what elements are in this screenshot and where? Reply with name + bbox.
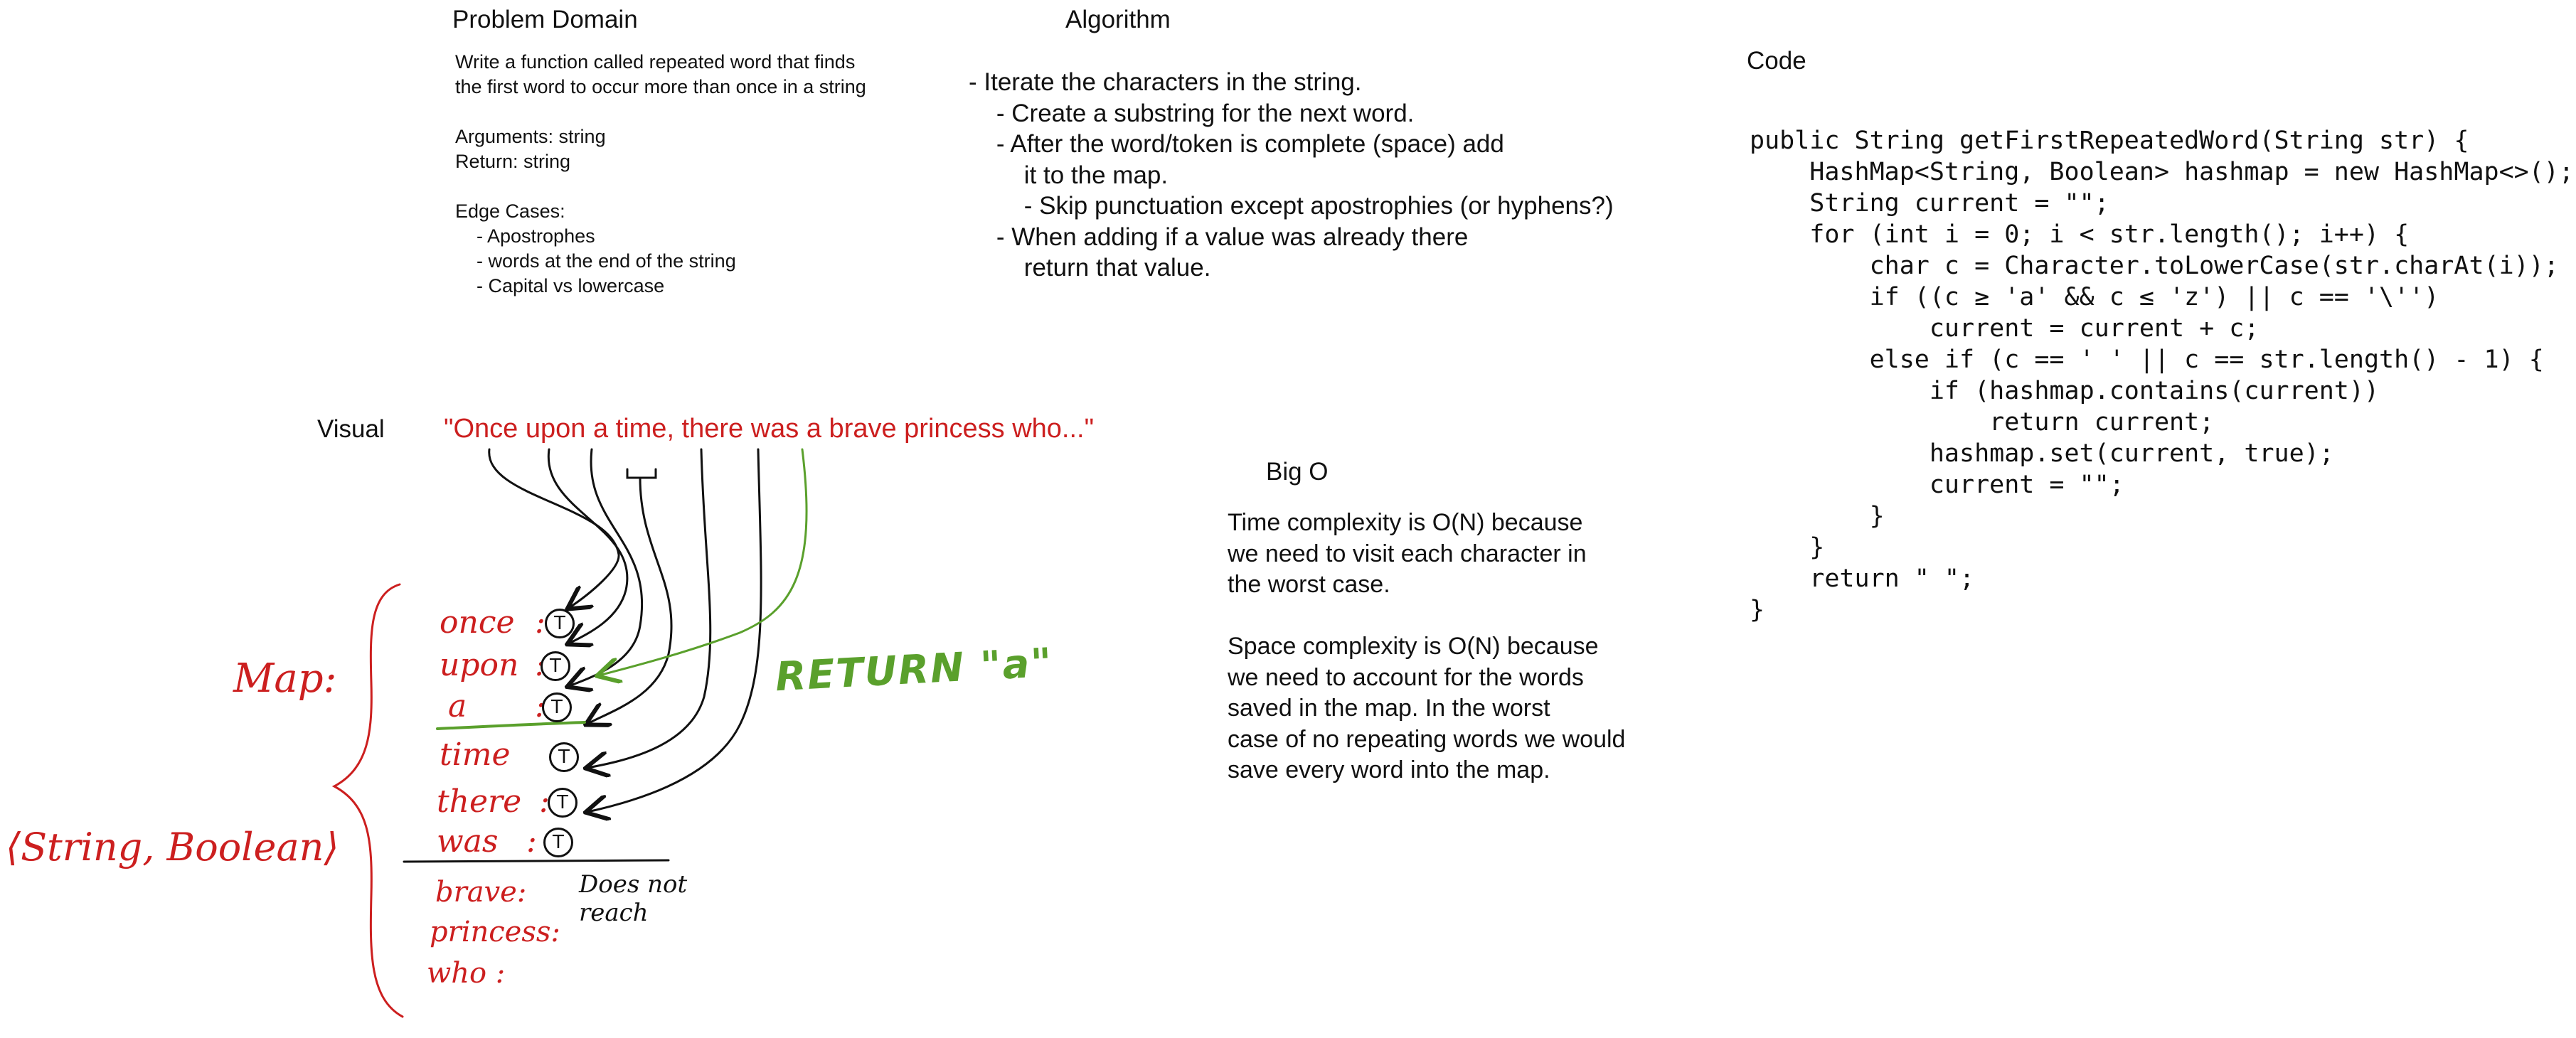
problem-line: - Capital vs lowercase xyxy=(455,275,665,296)
algorithm-line: - Iterate the characters in the string. xyxy=(969,68,1362,96)
time-word-bracket xyxy=(626,468,657,479)
unreached-key-who: who : xyxy=(427,957,506,990)
true-value-circle: T xyxy=(549,742,579,772)
problem-line: Return: string xyxy=(455,151,571,172)
bigo-line: we need to account for the words xyxy=(1228,663,1584,691)
algorithm-title: Algorithm xyxy=(1065,6,1171,33)
true-value-circle: T xyxy=(541,651,570,681)
visual-sketch xyxy=(331,448,808,1018)
problem-line: Edge Cases: xyxy=(455,200,565,222)
code-line: String current = ""; xyxy=(1750,189,2109,218)
unreached-key-brave: brave: xyxy=(435,876,527,909)
unreached-key-princess: princess: xyxy=(430,916,560,948)
arrow-was xyxy=(587,448,762,812)
arrow-time xyxy=(587,476,673,724)
true-value-circle: T xyxy=(542,692,572,722)
problem-domain-title: Problem Domain xyxy=(452,6,638,33)
arrow-return-a xyxy=(599,448,808,675)
code-line: } xyxy=(1750,596,1765,624)
map-key-a: a xyxy=(448,688,467,724)
bigo-line: Space complexity is O(N) because xyxy=(1228,633,1599,660)
code-line: if (hashmap.contains(current)) xyxy=(1750,377,2380,405)
code-title: Code xyxy=(1747,47,1806,75)
map-colon: : xyxy=(535,688,545,724)
algorithm-line: - After the word/token is complete (spac… xyxy=(969,130,1504,158)
problem-line: - words at the end of the string xyxy=(455,250,736,272)
arrow-once xyxy=(488,448,620,608)
problem-line: Write a function called repeated word th… xyxy=(455,51,856,73)
bigo-title: Big O xyxy=(1266,458,1329,486)
arrow-a xyxy=(569,448,644,686)
algorithm-line: - Create a substring for the next word. xyxy=(969,99,1415,127)
map-colon: : xyxy=(535,604,545,641)
algorithm-line: it to the map. xyxy=(969,161,1169,189)
arrow-upon xyxy=(547,448,629,643)
map-type-label: ⟨String, Boolean⟩ xyxy=(6,825,339,870)
algorithm-line: - When adding if a value was already the… xyxy=(969,223,1469,251)
arrow-there xyxy=(587,448,712,768)
map-key-there: there xyxy=(437,783,522,820)
map-key-once: once xyxy=(440,604,515,641)
true-value-circle: T xyxy=(548,788,578,818)
code-line: if ((c ≥ 'a' && c ≤ 'z') || c == '\'') xyxy=(1750,283,2439,311)
code-line: public String getFirstRepeatedWord(Strin… xyxy=(1750,127,2469,155)
true-value-circle: T xyxy=(543,828,573,857)
bigo-line xyxy=(1228,601,1625,632)
problem-domain-body: Write a function called repeated word th… xyxy=(455,50,866,299)
code-line: HashMap<String, Boolean> hashmap = new H… xyxy=(1750,158,2574,186)
algorithm-body: - Iterate the characters in the string. … xyxy=(969,67,1614,284)
bigo-line: the worst case. xyxy=(1228,571,1390,598)
code-line: return " "; xyxy=(1750,565,1975,593)
visual-title: Visual xyxy=(317,415,385,443)
map-key-time: time xyxy=(440,737,511,773)
map-key-was: was xyxy=(437,823,499,860)
code-line: current = ""; xyxy=(1750,471,2124,499)
code-line: } xyxy=(1750,502,1885,530)
bigo-line: we need to visit each character in xyxy=(1228,540,1587,567)
problem-line xyxy=(455,100,866,124)
problem-line: Arguments: string xyxy=(455,126,606,147)
problem-line: the first word to occur more than once i… xyxy=(455,76,866,97)
code-line: hashmap.set(current, true); xyxy=(1750,439,2334,468)
problem-line: - Apostrophes xyxy=(455,225,595,247)
problem-line xyxy=(455,174,866,199)
bigo-line: saved in the map. In the worst xyxy=(1228,695,1550,722)
map-colon: : xyxy=(526,823,537,860)
code-line: return current; xyxy=(1750,408,2215,437)
bigo-line: case of no repeating words we would xyxy=(1228,725,1626,753)
unreached-note-line: reach xyxy=(579,899,649,927)
map-colon: : xyxy=(539,783,550,820)
code-line: char c = Character.toLowerCase(str.charA… xyxy=(1750,252,2559,280)
map-key-upon: upon xyxy=(440,647,519,683)
a-row-underline xyxy=(436,721,586,730)
unreached-note-line: Does not xyxy=(579,870,688,899)
code-line: current = current + c; xyxy=(1750,314,2260,343)
map-brace xyxy=(331,583,404,1018)
algorithm-line: return that value. xyxy=(969,254,1211,282)
code-block: public String getFirstRepeatedWord(Strin… xyxy=(1750,125,2574,626)
code-line: else if (c == ' ' || c == str.length() -… xyxy=(1750,346,2544,374)
visual-quote: "Once upon a time, there was a brave pri… xyxy=(444,414,1095,444)
reached-separator xyxy=(403,859,670,863)
bigo-body: Time complexity is O(N) because we need … xyxy=(1228,508,1625,786)
unreached-note: Does not reach xyxy=(579,870,687,927)
code-line: for (int i = 0; i < str.length(); i++) { xyxy=(1750,220,2410,249)
true-value-circle: T xyxy=(545,609,575,638)
bigo-line: Time complexity is O(N) because xyxy=(1228,509,1583,536)
bigo-line: save every word into the map. xyxy=(1228,756,1550,783)
code-line: } xyxy=(1750,533,1825,562)
algorithm-line: - Skip punctuation except apostrophies (… xyxy=(969,192,1614,220)
map-label: Map: xyxy=(233,656,337,702)
